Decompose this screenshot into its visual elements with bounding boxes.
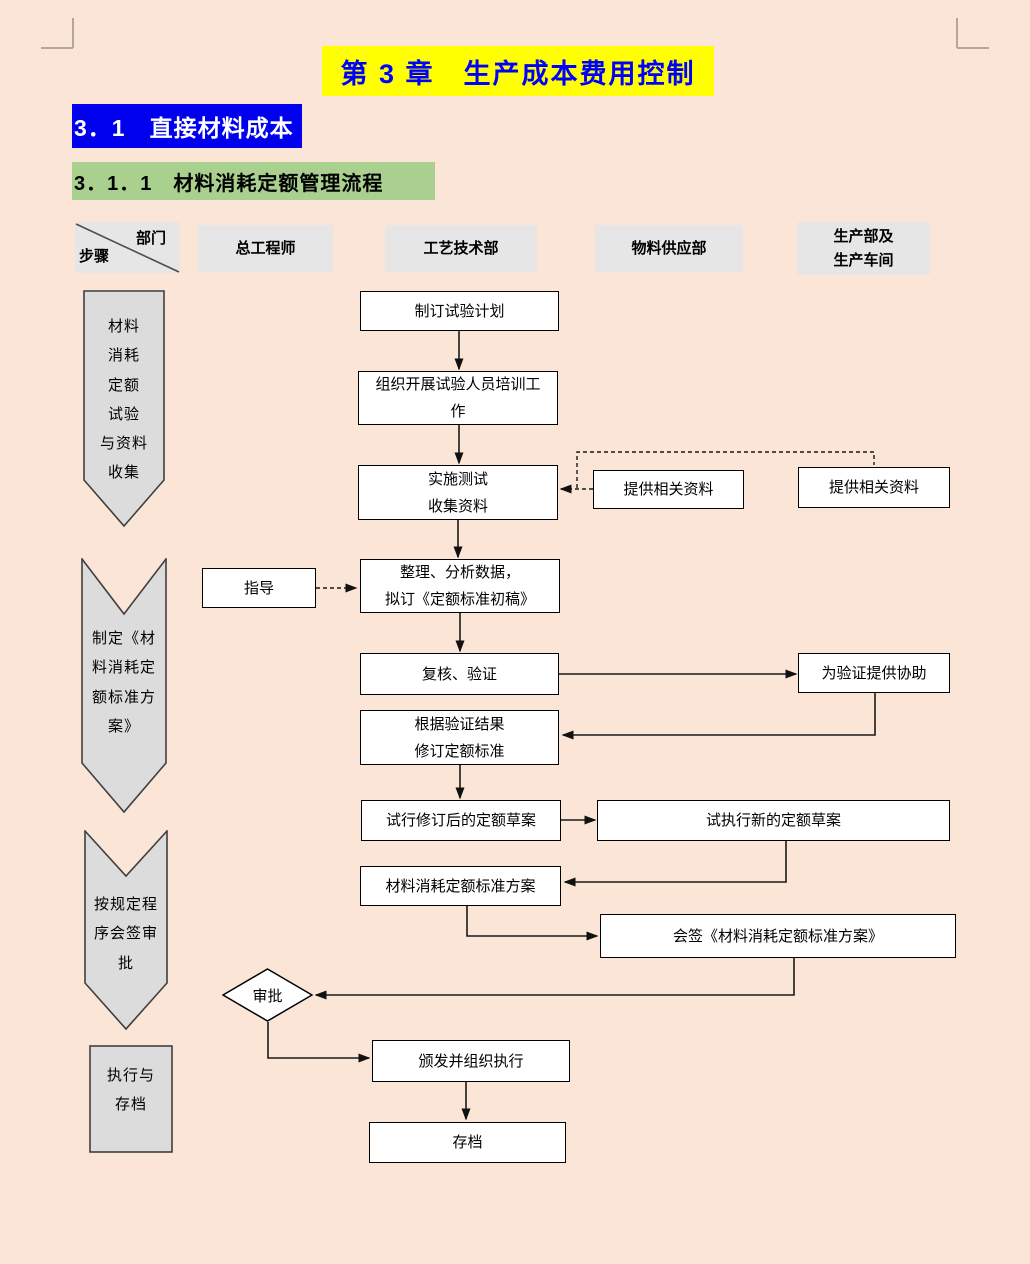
node-provide-materials-production: 提供相关资料 <box>798 467 950 508</box>
node-organize-training: 组织开展试验人员培训工 作 <box>358 371 558 425</box>
node-make-test-plan: 制订试验计划 <box>360 291 559 331</box>
decision-diamond-shape <box>222 968 313 1022</box>
node-quota-standard-scheme: 材料消耗定额标准方案 <box>360 866 561 906</box>
lane-chief-engineer: 总工程师 <box>198 225 333 272</box>
node-trial-new-draft: 试执行新的定额草案 <box>597 800 950 841</box>
node-approve-decision: 审批 <box>222 968 313 1022</box>
section-heading: 3．1 直接材料成本 <box>72 104 302 148</box>
arrow-scheme-to-countersign <box>466 906 599 941</box>
node-implement-testing: 实施测试 收集资料 <box>358 465 558 520</box>
node-countersign-scheme: 会签《材料消耗定额标准方案》 <box>600 914 956 958</box>
node-trial-revised-draft: 试行修订后的定额草案 <box>361 800 561 841</box>
node-review-verify: 复核、验证 <box>360 653 559 695</box>
phase-arrow-shape <box>81 558 167 814</box>
phase-test-and-collect: 材料 消耗 定额 试验 与资料 收集 <box>83 290 165 528</box>
crop-mark-top-left-horizontal <box>41 47 73 49</box>
node-guidance: 指导 <box>202 568 316 608</box>
arrow-trial-new-to-scheme <box>563 841 787 887</box>
crop-mark-top-right-vertical <box>956 18 958 48</box>
lane-corner-label-department: 部门 <box>135 230 166 247</box>
lane-corner-diagonal <box>75 223 180 273</box>
lane-corner: 部门 步骤 <box>75 222 180 273</box>
phase-arrow-shape <box>84 830 168 1031</box>
node-analyze-data-draft: 整理、分析数据， 拟订《定额标准初稿》 <box>360 559 560 613</box>
phase-arrow-shape <box>83 290 165 528</box>
decision-label: 审批 <box>252 987 283 1005</box>
node-revise-quota-standard: 根据验证结果 修订定额标准 <box>360 710 559 765</box>
phase-label: 制定《材 料消耗定 额标准方 案》 <box>91 630 156 735</box>
phase-label: 执行与 存档 <box>106 1067 155 1114</box>
subsection-heading: 3．1．1 材料消耗定额管理流程 <box>72 162 435 200</box>
node-archive: 存档 <box>369 1122 566 1163</box>
phase-execute-archive: 执行与 存档 <box>89 1045 173 1153</box>
phase-formulate-scheme: 制定《材 料消耗定 额标准方 案》 <box>81 558 167 814</box>
page-title: 第 3 章 生产成本费用控制 <box>322 46 714 96</box>
arrow-assist-to-revise <box>561 693 876 740</box>
lane-corner-label-step: 步骤 <box>79 248 110 265</box>
crop-mark-top-left-vertical <box>72 18 74 48</box>
phase-countersign-approve: 按规定程 序会签审 批 <box>84 830 168 1031</box>
lane-production-dept: 生产部及 生产车间 <box>797 222 930 275</box>
arrow-countersign-to-approve <box>314 958 795 1000</box>
node-assist-verification: 为验证提供协助 <box>798 653 950 693</box>
node-issue-and-execute: 颁发并组织执行 <box>372 1040 570 1082</box>
node-provide-materials-supply: 提供相关资料 <box>593 470 744 509</box>
phase-rect-shape <box>89 1045 173 1153</box>
arrow-approve-to-issue <box>267 1022 371 1063</box>
crop-mark-top-right-horizontal <box>957 47 989 49</box>
lane-process-tech-dept: 工艺技术部 <box>385 225 537 272</box>
lane-material-supply-dept: 物料供应部 <box>595 225 743 272</box>
phase-label: 按规定程 序会签审 批 <box>93 896 158 972</box>
phase-label: 材料 消耗 定额 试验 与资料 收集 <box>99 318 148 482</box>
